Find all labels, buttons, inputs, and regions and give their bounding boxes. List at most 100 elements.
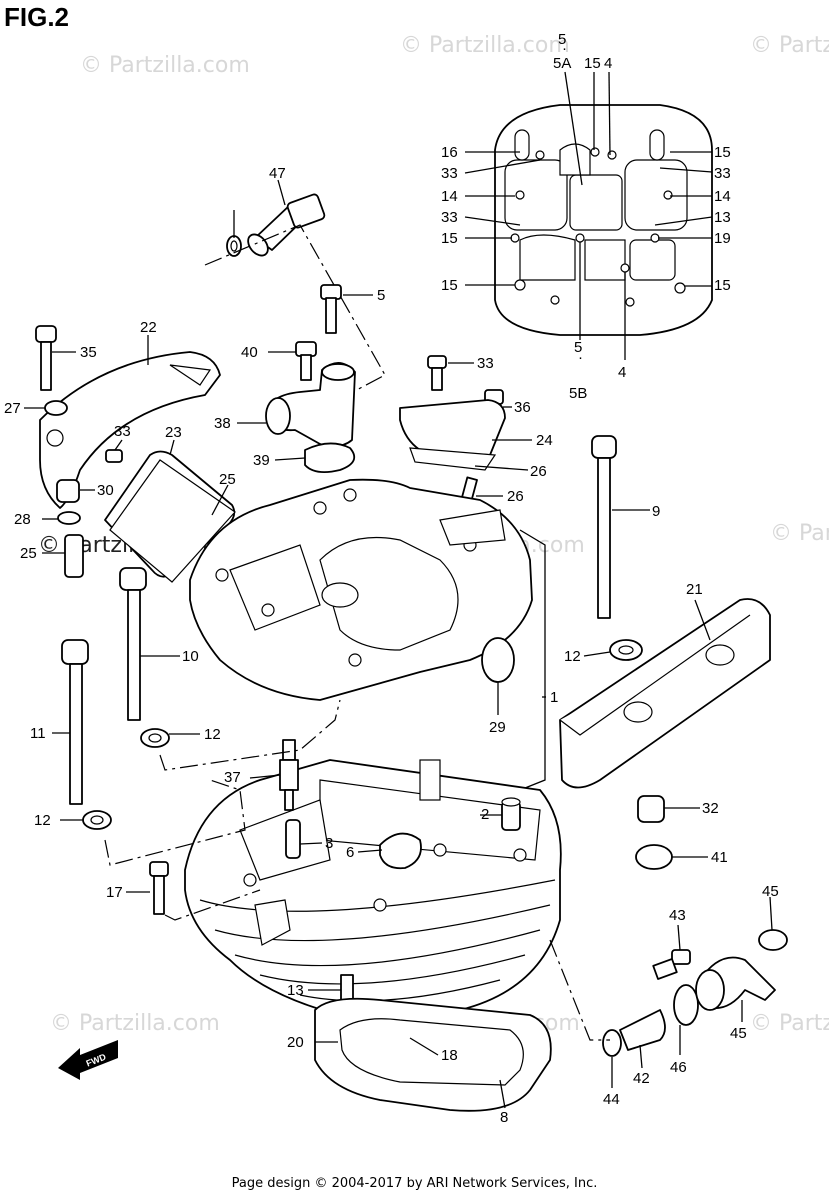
callout-39: 40	[241, 344, 258, 361]
callout-25: 25	[219, 471, 236, 488]
watermark: © Partzilla.com	[400, 33, 570, 58]
part-41-nozzle	[619, 1009, 666, 1051]
page-footer: Page design © 2004-2017 by ARI Network S…	[231, 1176, 598, 1191]
callout-12: 12	[34, 812, 51, 829]
callout-20: 20	[287, 1034, 304, 1051]
part-42-bolt	[652, 949, 691, 980]
fwd-arrow-icon: FWD	[58, 1040, 118, 1080]
callout-8: 9	[652, 503, 660, 520]
part-31-grommet	[56, 479, 80, 503]
callout-11: 12	[564, 648, 581, 665]
callout-33: 33	[441, 165, 458, 182]
callout-9: 10	[182, 648, 199, 665]
callout-28: 27	[4, 400, 21, 417]
callout-33: 33	[477, 355, 494, 372]
callout-7: 8	[500, 1109, 508, 1126]
callout-12: 12	[204, 726, 221, 743]
callout-41: 42	[633, 1070, 650, 1087]
callout-30: 29	[489, 719, 506, 736]
callout-2: 2	[481, 806, 489, 823]
callout-15: 15	[714, 277, 731, 294]
part-5-bolt	[320, 284, 342, 334]
callout-35: 36	[514, 399, 531, 416]
watermark: © Partzilla.com	[80, 53, 250, 78]
part-12-washer-lower	[82, 810, 112, 830]
watermark: © Partzilla.com	[50, 1011, 220, 1036]
callout-14: 14	[714, 188, 731, 205]
callout-13: 13	[714, 209, 731, 226]
callout-4: 4	[618, 364, 626, 381]
callout-40: 41	[711, 849, 728, 866]
part-22-cover	[39, 351, 221, 509]
part-8-bolt	[591, 435, 617, 619]
part-17-bolt	[149, 861, 169, 915]
callout-24: 24	[536, 432, 553, 449]
callout-37: 38	[214, 415, 231, 432]
callout-17: 17	[106, 884, 123, 901]
part-21-side-cover	[559, 598, 771, 789]
callout-22: 22	[140, 319, 157, 336]
callout-25: 26	[530, 463, 547, 480]
part-33-bolt-mid	[427, 355, 447, 391]
part-28-washer	[44, 400, 68, 416]
part-29-washer	[57, 511, 81, 525]
callout-29: 28	[14, 511, 31, 528]
callout-15: 15	[714, 144, 731, 161]
callout-14: 14	[441, 188, 458, 205]
callout-10: 11	[30, 725, 46, 742]
callout-36: 37	[224, 769, 241, 786]
callout-38: 39	[253, 452, 270, 469]
callout-33: 33	[114, 423, 131, 440]
callout-labels: 5 · 5A 15 4 16 33 14 33 15 15 15 33 14 1…	[4, 31, 779, 1126]
callout-21: 21	[686, 581, 703, 598]
callout-15: 15	[441, 277, 458, 294]
callout-18: 18	[441, 1047, 458, 1064]
part-7-gasket	[314, 997, 552, 1112]
part-6-gasket	[379, 832, 422, 870]
part-25-gasket-right	[409, 447, 497, 471]
callout-dot: ·	[562, 40, 567, 57]
part-cylinder-head-lower	[184, 759, 562, 1021]
callout-6: 6	[346, 844, 354, 861]
callout-33: 33	[441, 209, 458, 226]
callout-13: 13	[287, 982, 304, 999]
part-37-outlet	[265, 362, 356, 448]
callout-44: 45	[730, 1025, 747, 1042]
callout-45: 45	[762, 883, 779, 900]
callout-45: 46	[670, 1059, 687, 1076]
callout-34: 35	[80, 344, 97, 361]
part-1-head-upper	[189, 478, 533, 701]
part-40-collar	[635, 844, 673, 870]
callout-19: 19	[714, 230, 731, 247]
part-3-valve-guide	[285, 819, 301, 859]
callout-5: 5	[558, 31, 566, 48]
part-45-clamp-lower	[673, 984, 699, 1026]
part-30-plug	[481, 637, 515, 683]
callout-46: 47	[269, 165, 286, 182]
part-26-collar	[64, 534, 84, 578]
callout-32: 32	[702, 800, 719, 817]
callout-5a: 5A	[553, 55, 571, 72]
part-11-washer	[609, 639, 643, 661]
part-45-clamp-upper	[758, 929, 788, 951]
part-10-bolt	[61, 639, 89, 805]
callout-31: 30	[97, 482, 114, 499]
part-2-dowel	[501, 797, 521, 831]
figure-title: FIG.2	[4, 2, 70, 32]
callout-3: 3	[325, 835, 333, 852]
watermark: © Partzilla.com	[750, 33, 829, 58]
callout-4: 4	[604, 55, 612, 72]
part-24-cover	[399, 399, 506, 456]
part-25-gasket-left	[109, 459, 236, 583]
watermark: © Partzilla.com	[770, 521, 829, 546]
leader-lines	[24, 71, 773, 1109]
callout-27: 26	[507, 488, 524, 505]
part-12-washer-upper	[140, 728, 170, 748]
part-33-bolt-left	[105, 449, 123, 463]
callout-dot: ·	[578, 349, 583, 366]
callout-15: 15	[441, 230, 458, 247]
part-38-gasket	[304, 442, 356, 474]
callout-5: 5	[574, 339, 582, 356]
part-36-spark-plug	[279, 739, 299, 811]
callout-26: 25	[20, 545, 37, 562]
